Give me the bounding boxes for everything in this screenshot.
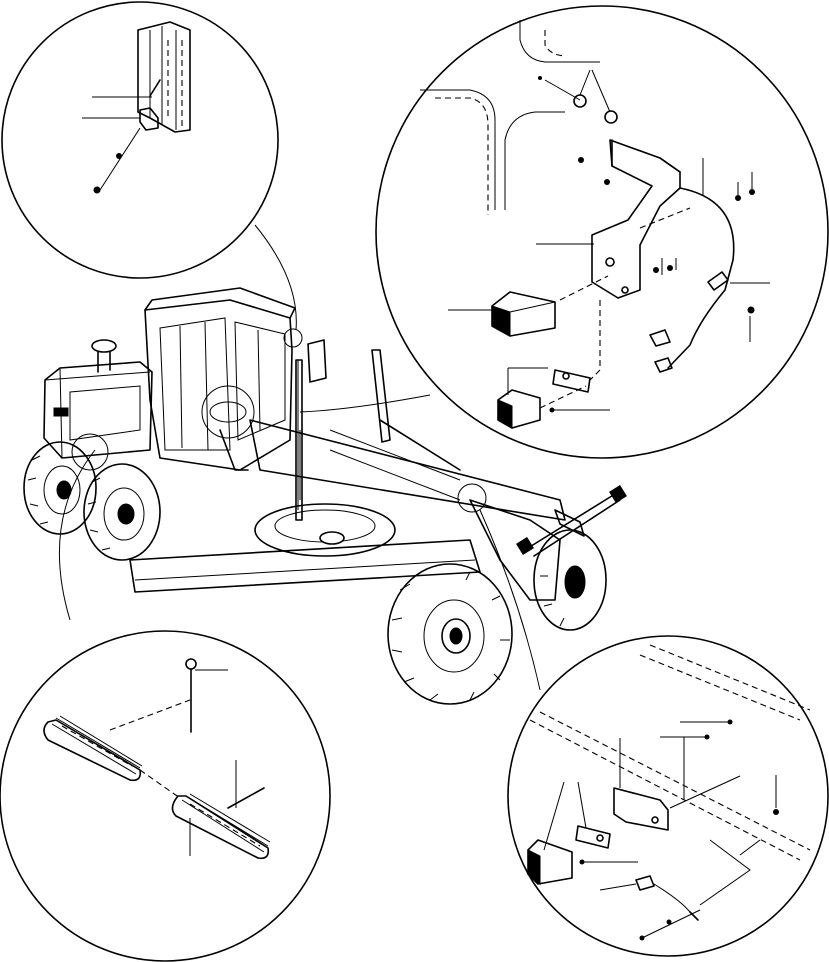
detail-circle-top-right [375,5,829,459]
front-wheel-left [387,563,513,705]
spring-left [43,715,143,782]
detail-circle-bottom-right [507,635,829,957]
rear-wheel-middle [83,463,161,561]
front-wheel-right [533,529,607,631]
detail-circle-top-left [1,1,279,279]
rear-wheel-left [23,441,97,535]
detail-circle-bottom-left [0,630,331,962]
spring-right [171,793,271,860]
motor-grader [23,287,627,705]
